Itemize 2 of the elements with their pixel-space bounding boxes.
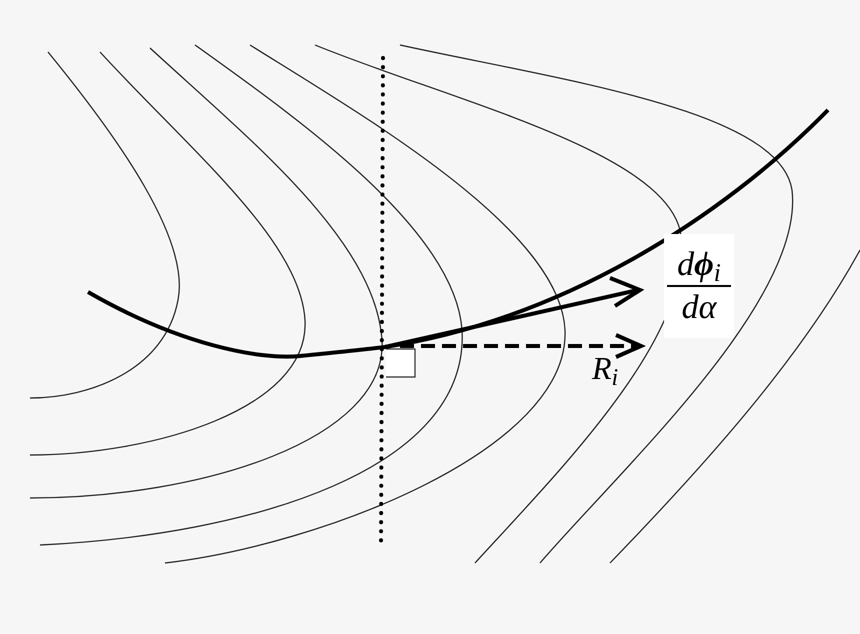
fraction-label: dϕ$_{i}$ dα — [664, 234, 734, 338]
vector-label: R$_{i}$ — [592, 352, 618, 384]
